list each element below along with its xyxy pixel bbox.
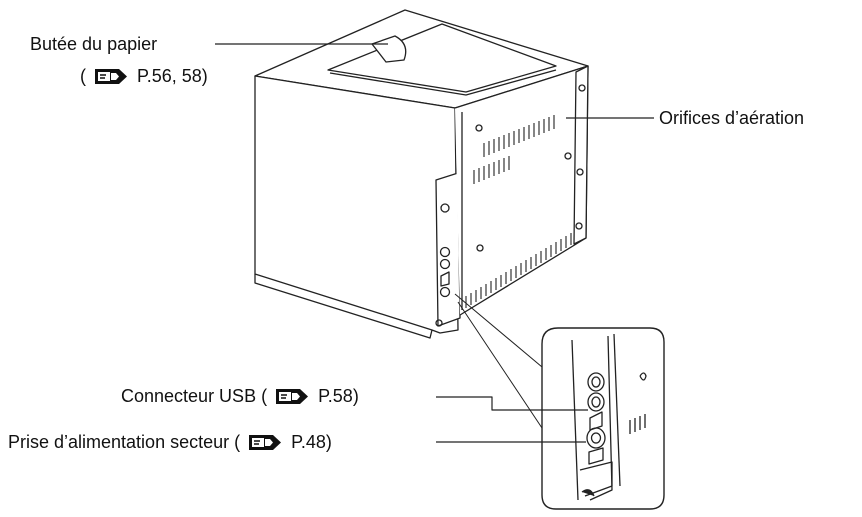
zoom-detail-frame xyxy=(541,327,665,510)
callout-paper-stop-page-ref: P.56, 58 xyxy=(137,66,202,86)
leader-lines xyxy=(215,43,654,443)
callout-power-page-ref: P.48) xyxy=(291,432,332,452)
callout-vents-label: Orifices d’aération xyxy=(659,108,805,128)
callout-paper-stop: Butée du papier xyxy=(30,34,157,54)
callout-usb-label: Connecteur USB ( xyxy=(121,386,268,406)
pointing-hand-reference-icon xyxy=(249,435,282,450)
callout-power[interactable]: Prise d’alimentation secteur ( P.48) xyxy=(8,432,332,452)
paren-close: ) xyxy=(201,66,208,86)
callout-vents: Orifices d’aération xyxy=(659,108,804,128)
callout-paper-stop-label: Butée du papier xyxy=(30,34,158,54)
zoom-detail-content xyxy=(571,333,647,501)
paper-stop-tab xyxy=(371,35,407,63)
ventilation-slots xyxy=(465,115,572,308)
pointing-hand-reference-icon xyxy=(95,69,128,84)
paren-open: ( xyxy=(80,66,86,86)
callout-usb-page-ref: P.58) xyxy=(318,386,359,406)
leader-usb xyxy=(436,396,588,411)
callout-paper-stop-ref[interactable]: ( P.56, 58) xyxy=(80,66,208,86)
printer-right-face xyxy=(454,65,589,316)
callout-usb[interactable]: Connecteur USB ( P.58) xyxy=(121,386,359,406)
callout-power-label: Prise d’alimentation secteur ( xyxy=(8,432,241,452)
pointing-hand-reference-icon xyxy=(276,389,309,404)
paper-tray xyxy=(327,23,557,93)
printer-left-face xyxy=(254,75,459,334)
